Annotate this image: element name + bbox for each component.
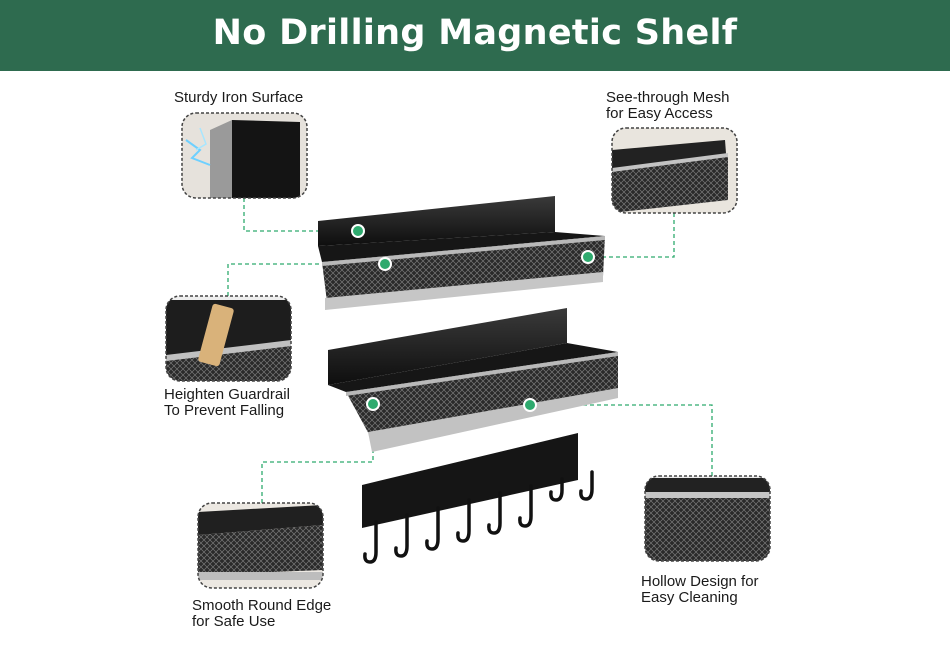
label-mesh-line2: for Easy Access (606, 105, 713, 122)
guardrail-inset (165, 295, 292, 382)
lower-shelf (328, 308, 618, 452)
mesh-inset (611, 127, 738, 214)
hollow-design-inset (644, 475, 771, 562)
iron-surface-inset (181, 112, 308, 199)
label-hollow-design: Hollow Design for Easy Cleaning (641, 574, 759, 606)
hook-rail (362, 433, 594, 564)
label-round-edge-line2: for Safe Use (192, 613, 276, 630)
title-banner: No Drilling Magnetic Shelf (0, 0, 950, 71)
label-iron-surface: Sturdy Iron Surface (174, 90, 303, 106)
label-round-edge-line1: Smooth Round Edge (192, 597, 332, 614)
upper-shelf (318, 196, 605, 310)
label-round-edge: Smooth Round Edge for Safe Use (192, 598, 331, 630)
label-iron-surface-line1: Sturdy Iron Surface (174, 89, 304, 106)
page-title: No Drilling Magnetic Shelf (212, 13, 738, 53)
label-guardrail: Heighten Guardrail To Prevent Falling (164, 387, 290, 419)
round-edge-inset (197, 502, 324, 589)
label-hollow-design-line1: Hollow Design for (641, 573, 759, 590)
label-mesh-line1: See-through Mesh (606, 89, 730, 106)
label-guardrail-line2: To Prevent Falling (164, 402, 285, 419)
label-mesh: See-through Mesh for Easy Access (606, 90, 729, 122)
label-hollow-design-line2: Easy Cleaning (641, 589, 738, 606)
feature-markers (351, 224, 595, 412)
label-guardrail-line1: Heighten Guardrail (164, 386, 290, 403)
